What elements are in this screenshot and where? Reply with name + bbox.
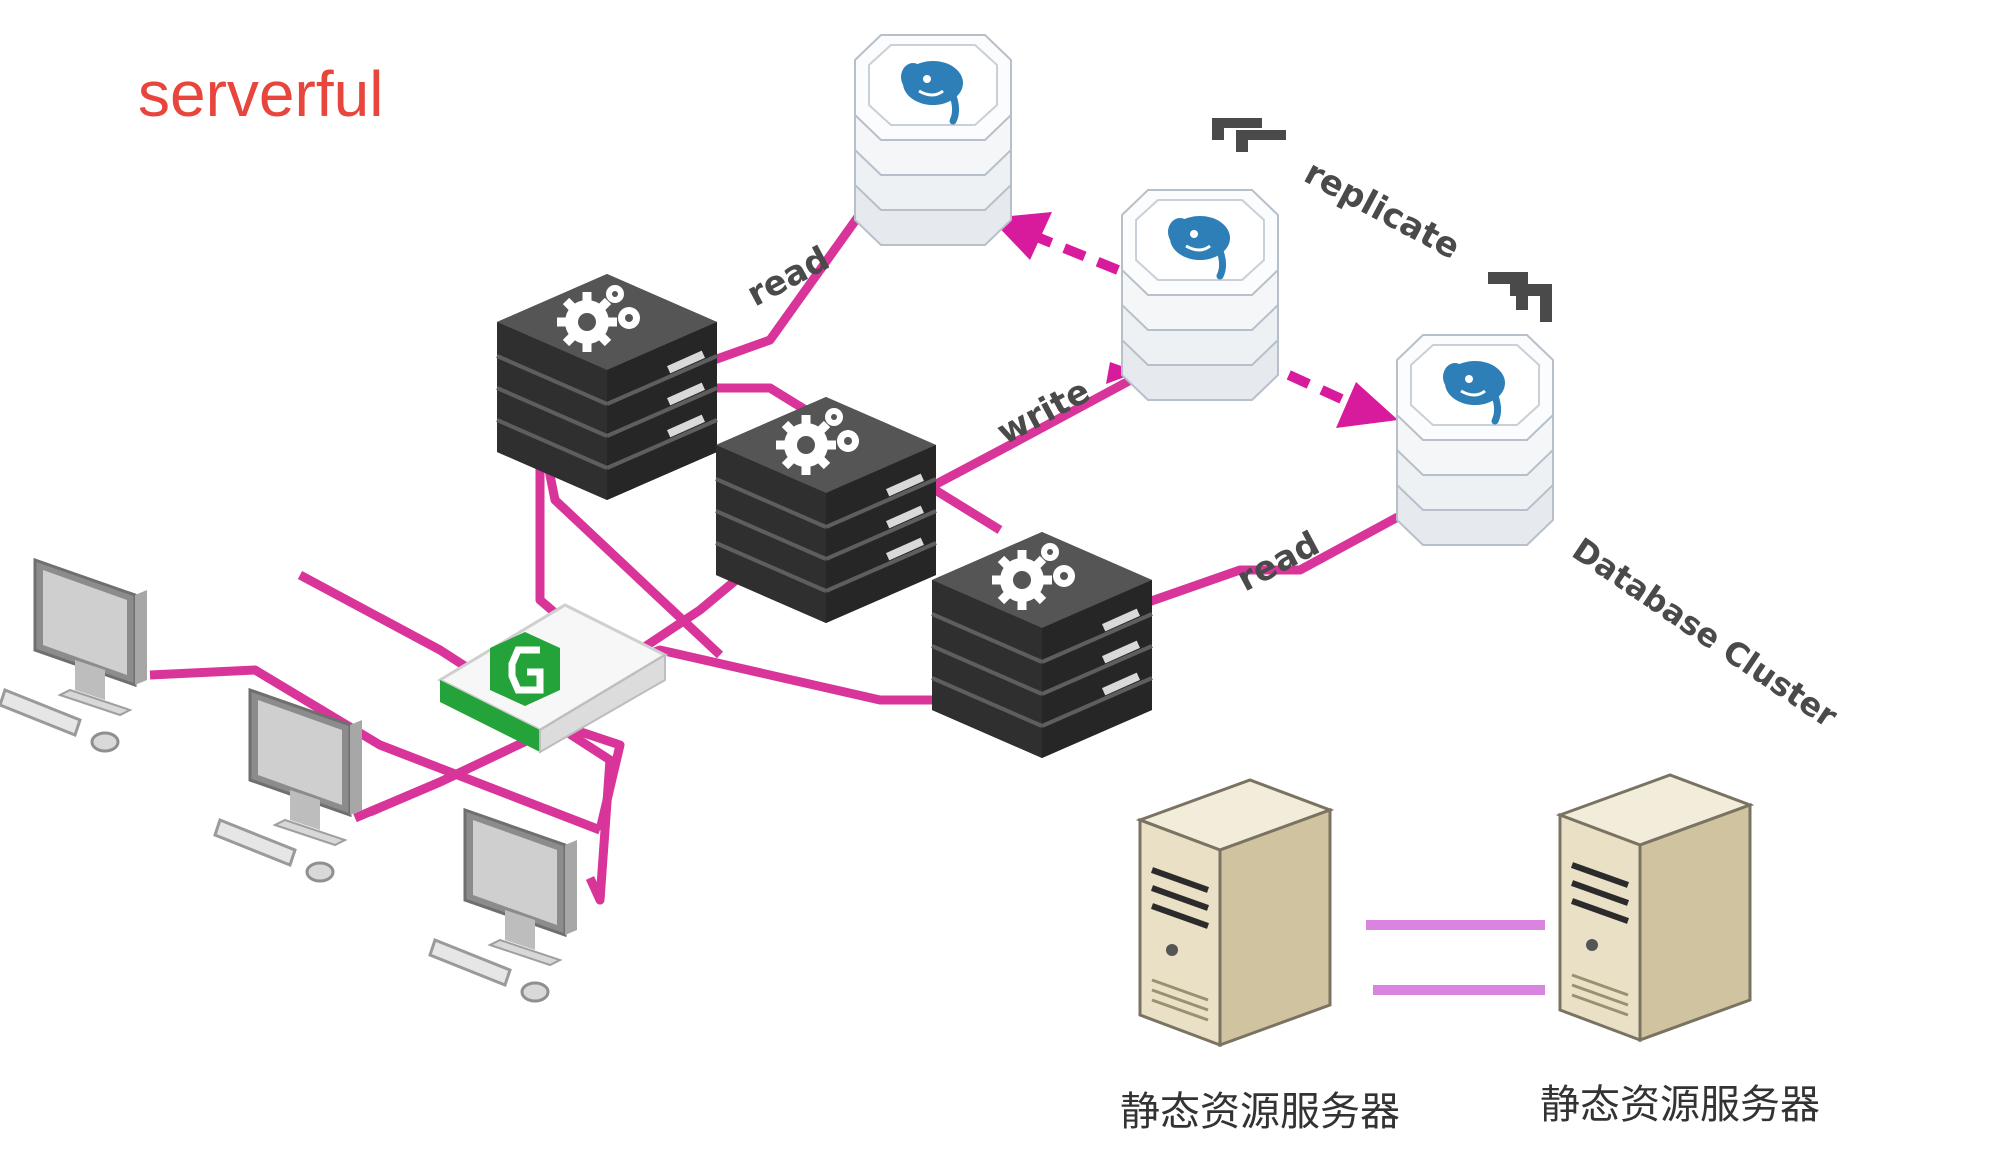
page-title: serverful (138, 58, 383, 130)
app-server-3 (932, 532, 1152, 758)
load-balancer (436, 603, 669, 754)
static-server-left (1140, 780, 1330, 1045)
static-server-links (1366, 920, 1545, 995)
client-computer-1 (0, 558, 149, 753)
client-computer-3 (428, 808, 579, 1003)
replicate-bracket-left (1212, 118, 1286, 152)
label-write: write (990, 371, 1096, 453)
label-database-cluster: Database Cluster (1566, 530, 1845, 735)
label-static-server-right: 静态资源服务器 (1540, 1082, 1820, 1128)
label-static-server-left: 静态资源服务器 (1120, 1089, 1400, 1135)
static-server-right (1560, 775, 1750, 1040)
database-server-2 (1122, 190, 1278, 400)
nginx-g-icon (490, 632, 560, 706)
label-read-bottom: read (1230, 524, 1326, 600)
database-server-1 (855, 35, 1011, 245)
label-read-top: read (740, 239, 836, 315)
app-server-1 (497, 274, 717, 500)
database-server-3 (1397, 335, 1553, 545)
app-server-2 (716, 397, 936, 623)
replicate-bracket-right (1488, 272, 1552, 322)
label-replicate: replicate (1298, 153, 1467, 268)
